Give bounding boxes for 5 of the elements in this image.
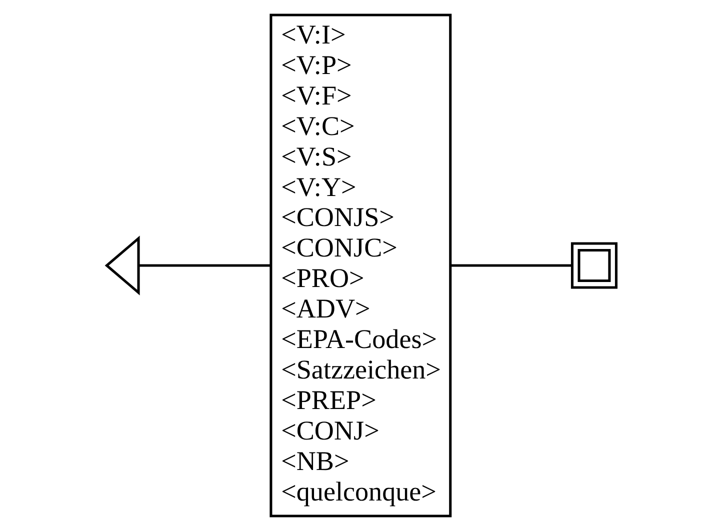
node-triangle: [104, 236, 140, 296]
node-box: [570, 242, 617, 289]
connector: [450, 264, 572, 267]
connector: [138, 264, 270, 267]
node-box: <V:I> <V:P> <V:F> <V:C> <V:S> <V:Y> <CONJS> <CONJC> <PRO> <ADV> <EPA-Codes> <Satzzeichen> <PREP> <CONJ> <NB> <quelconque>: [269, 14, 452, 518]
